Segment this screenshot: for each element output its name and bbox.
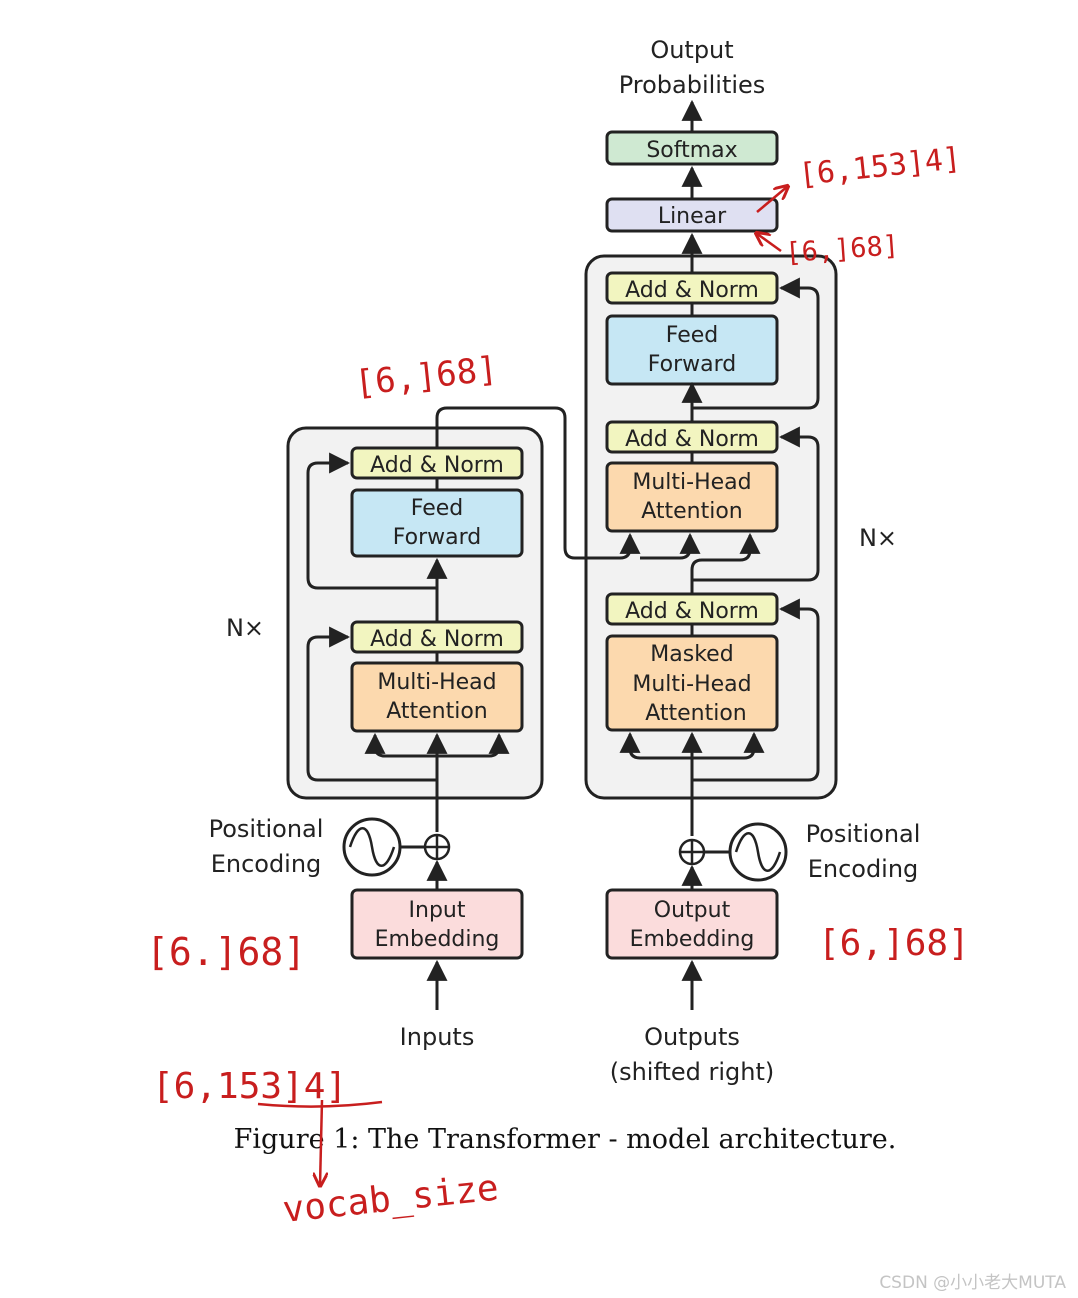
decoder-add-norm-mid-label: Add & Norm [625,427,759,452]
annotation-vocab-note: vocab_size [281,1168,501,1231]
encoder-attention-line2: Attention [386,699,488,724]
encoder-pe-line1: Positional [209,815,324,843]
decoder-add-norm-top-label: Add & Norm [625,278,759,303]
encoder-connectors [306,406,701,832]
encoder-feed-forward-line2: Forward [393,525,481,550]
figure-caption: Figure 1: The Transformer - model archit… [234,1124,897,1155]
decoder-pe-line1: Positional [806,820,921,848]
outputs-label-line2: (shifted right) [610,1058,775,1086]
encoder-block [286,426,544,800]
softmax-box [605,130,779,166]
encoder-repeat-label: N× [226,614,264,642]
decoder-cross-attention-line1: Multi-Head [632,470,751,495]
output-probabilities-line1: Output [650,36,733,64]
annotation-linear-out: [6,153]4] [797,141,962,193]
decoder-masked-line2: Multi-Head [632,672,751,697]
handwritten-annotations: [6,153]4] [6,]68] [6,]68] [6.]68] [6,]68… [146,141,970,1231]
watermark: CSDN @小小老大MUTA [879,1273,1066,1293]
output-probabilities-line2: Probabilities [619,71,766,99]
outputs-label-line1: Outputs [644,1023,740,1051]
input-embedding-box [350,888,524,960]
annotation-input-embedding: [6.]68] [146,930,306,974]
encoder-add-circle [423,833,451,861]
annotation-output-embedding: [6,]68] [818,923,970,964]
softmax-label: Softmax [646,138,737,163]
decoder-feed-forward-line2: Forward [648,352,736,377]
decoder-positional-encoding [704,822,788,882]
decoder-masked-line3: Attention [645,701,747,726]
output-embedding-line2: Embedding [630,927,755,952]
annotation-linear-in: [6,]68] [784,230,900,269]
linear-box [605,197,779,233]
output-embedding-box [605,888,779,960]
encoder-attention-line1: Multi-Head [377,670,496,695]
decoder-pe-line2: Encoding [808,855,919,883]
decoder-feed-forward-line1: Feed [666,323,719,348]
decoder-add-norm-bottom-label: Add & Norm [625,599,759,624]
output-embedding-line1: Output [654,898,731,923]
annotation-strokes [257,186,788,1186]
inputs-label: Inputs [400,1023,475,1051]
decoder-add-circle [678,838,706,866]
linear-label: Linear [658,204,727,229]
decoder-repeat-label: N× [859,524,897,552]
encoder-add-norm-top-label: Add & Norm [370,453,504,478]
annotation-encoder-out: [6,]68] [353,349,500,404]
encoder-add-norm-bottom-label: Add & Norm [370,627,504,652]
decoder-connectors [619,277,820,836]
decoder-cross-attention-line2: Attention [641,499,743,524]
input-embedding-line1: Input [409,898,466,923]
input-embedding-line2: Embedding [375,927,500,952]
annotation-inputs-shape: [6,153]4] [152,1066,347,1107]
encoder-feed-forward-line1: Feed [411,496,464,521]
decoder-masked-line1: Masked [650,642,733,667]
encoder-positional-encoding [342,817,425,877]
encoder-pe-line2: Encoding [211,850,322,878]
